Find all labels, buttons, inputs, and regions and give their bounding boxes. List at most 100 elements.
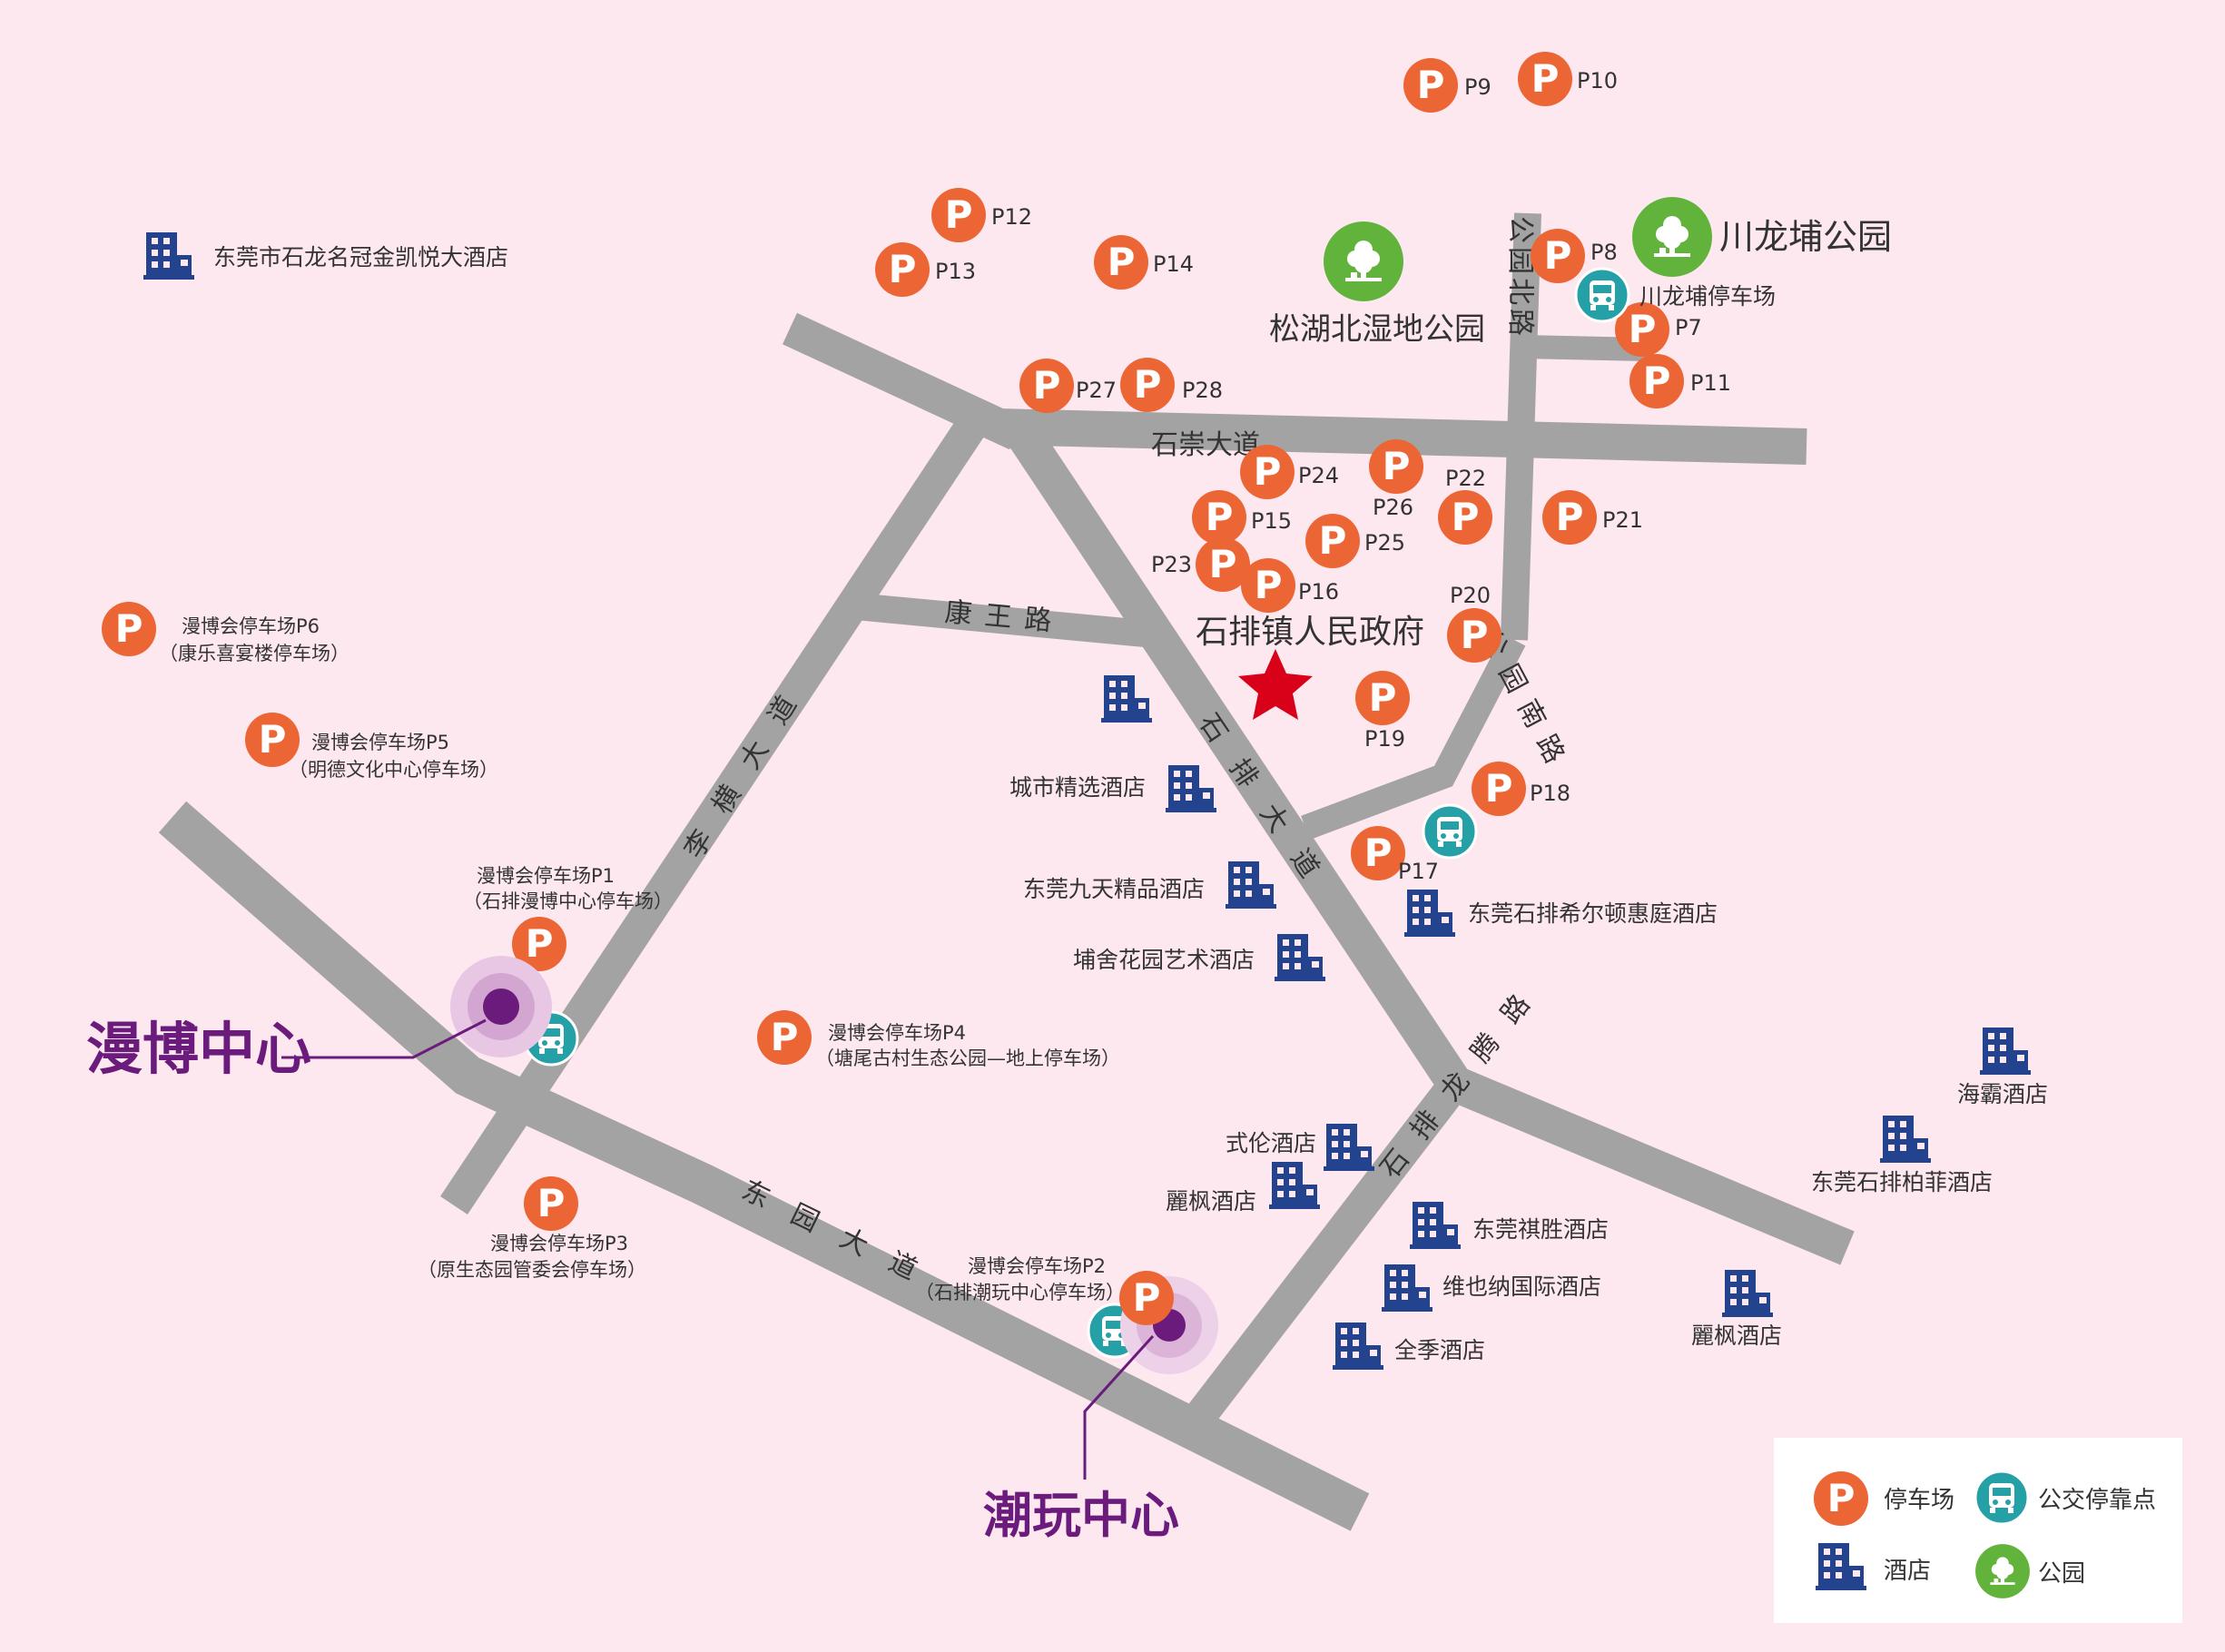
svg-text:P16: P16	[1298, 579, 1339, 605]
parking-p19: P19	[1355, 671, 1410, 752]
parking-p25: P25	[1305, 514, 1405, 568]
hotel-haiba: 海霸酒店	[1957, 1028, 2048, 1107]
parking-icon	[1241, 558, 1295, 613]
svg-text:（康乐喜宴楼停车场）: （康乐喜宴楼停车场）	[159, 643, 350, 664]
hotel-jiutian: 东莞九天精品酒店	[1023, 861, 1276, 909]
hotel-chengshi: 城市精选酒店	[1009, 765, 1216, 812]
parking-icon	[1192, 490, 1246, 545]
road-label-shipai: 石排大道	[1192, 708, 1340, 907]
parking-p23: P23	[1151, 537, 1250, 592]
svg-text:P20: P20	[1450, 583, 1491, 608]
parking-p24: P24	[1240, 445, 1339, 499]
legend-item-bus: 公交停靠点	[1974, 1470, 2156, 1526]
parking-icon	[1305, 514, 1360, 568]
svg-text:P21: P21	[1602, 507, 1643, 533]
venue-leader-line	[281, 1018, 487, 1059]
parking-p8: P8	[1531, 229, 1618, 283]
svg-text:P11: P11	[1690, 370, 1731, 396]
parking-p9: P9	[1403, 58, 1492, 113]
parking-p17: P17	[1351, 826, 1439, 884]
parking-p15: P15	[1192, 490, 1292, 545]
hotel-icon	[1722, 1270, 1773, 1317]
parking-p21: P21	[1542, 490, 1643, 545]
park-chuanlong: 川龙埔公园	[1632, 197, 1892, 277]
bus-icon	[1422, 803, 1478, 860]
svg-text:P27: P27	[1076, 378, 1117, 403]
parking-icon	[1542, 490, 1597, 545]
parking-icon	[1447, 608, 1501, 663]
parking-icon	[1403, 58, 1458, 113]
parking-icon	[102, 602, 156, 656]
parking-p27: P27	[1019, 359, 1117, 413]
svg-text:公交停靠点: 公交停靠点	[2038, 1487, 2156, 1514]
hotel-bushe: 埔舍花园艺术酒店	[1073, 934, 1325, 981]
svg-text:P15: P15	[1251, 508, 1292, 534]
parking-icon	[1240, 445, 1295, 499]
hotel-icon	[1166, 765, 1216, 812]
parking-p7: P7	[1615, 302, 1702, 357]
expo-parking-p5: 漫博会停车场P5 （明德文化中心停车场）	[245, 713, 498, 781]
parking-icon	[875, 242, 930, 297]
road-label-kangwang: 康王路	[943, 596, 1066, 638]
parking-p10: P10	[1518, 52, 1618, 106]
parking-icon	[1472, 762, 1526, 816]
road-label-liheng: 李横大道	[678, 669, 817, 864]
park-label-chuanlong: 川龙埔公园	[1719, 217, 1892, 257]
road-longteng	[1186, 1074, 1469, 1426]
bus-stops: 川龙埔停车场	[523, 267, 1776, 1359]
road-kangwang	[853, 593, 1166, 649]
parking-p13: P13	[875, 242, 976, 297]
parking-icon	[1518, 52, 1572, 106]
svg-text:P18: P18	[1530, 781, 1570, 806]
venue-leader-line	[1083, 1334, 1155, 1480]
bus-icon	[1574, 267, 1630, 323]
svg-text:漫博会停车场P1: 漫博会停车场P1	[477, 865, 615, 887]
road-main-diagonal	[158, 801, 1370, 1531]
parking-markers: P9 P10 P12 P13 P14 P8 P7 P11 P27 P28 P24…	[875, 52, 1731, 884]
parking-icon	[1119, 1271, 1174, 1325]
hotel-unlabeled	[1101, 675, 1152, 723]
hotel-qisheng: 东莞祺胜酒店	[1410, 1202, 1609, 1249]
parking-icon	[1120, 358, 1175, 412]
venue-manbo: 漫博中心	[86, 956, 552, 1082]
parking-icon	[1094, 235, 1148, 290]
hotel-icon	[1880, 1116, 1931, 1163]
svg-text:城市精选酒店: 城市精选酒店	[1009, 774, 1146, 801]
park-label-songhu: 松湖北湿地公园	[1269, 311, 1485, 348]
svg-text:漫博会停车场P2: 漫博会停车场P2	[968, 1255, 1106, 1277]
parking-icon	[1438, 490, 1492, 545]
park-icon	[1324, 221, 1403, 301]
svg-text:P13: P13	[935, 259, 976, 284]
svg-text:漫博会停车场P5: 漫博会停车场P5	[311, 732, 449, 753]
parking-p18: P18	[1472, 762, 1570, 816]
parking-icon	[524, 1176, 578, 1231]
svg-text:麗枫酒店: 麗枫酒店	[1691, 1323, 1782, 1349]
road-gongyuan-north	[1501, 212, 1541, 641]
svg-text:P22: P22	[1445, 466, 1486, 491]
svg-text:漫博会停车场P3: 漫博会停车场P3	[490, 1233, 628, 1254]
svg-text:东莞石排希尔顿惠庭酒店: 东莞石排希尔顿惠庭酒店	[1468, 900, 1718, 927]
legend-item-park: 公园	[1975, 1544, 2085, 1598]
landmark-government: 石排镇人民政府	[1196, 614, 1424, 720]
hotel-hilton: 东莞石排希尔顿惠庭酒店	[1404, 890, 1718, 937]
svg-text:式伦酒店: 式伦酒店	[1226, 1130, 1316, 1156]
svg-text:（石排漫博中心停车场）: （石排漫博中心停车场）	[463, 890, 673, 912]
road-east	[1448, 1067, 1855, 1265]
svg-text:（石排潮玩中心停车场）: （石排潮玩中心停车场）	[915, 1282, 1125, 1303]
svg-text:麗枫酒店: 麗枫酒店	[1166, 1188, 1256, 1214]
hotel-quanji: 全季酒店	[1333, 1323, 1485, 1370]
expo-parking-p1: 漫博会停车场P1 （石排漫博中心停车场）	[463, 865, 673, 971]
hotel-shilun: 式伦酒店	[1226, 1124, 1374, 1171]
hotel-icon	[1333, 1323, 1383, 1370]
svg-text:P14: P14	[1153, 251, 1194, 277]
svg-text:公园: 公园	[2038, 1560, 2085, 1588]
parking-icon	[1355, 671, 1410, 725]
svg-text:P17: P17	[1398, 859, 1439, 884]
hotel-jinkaiyue: 东莞市石龙名冠金凯悦大酒店	[143, 232, 508, 280]
road-network	[158, 212, 1855, 1531]
road-shipai	[1001, 414, 1471, 1095]
svg-text:停车场: 停车场	[1884, 1487, 1954, 1514]
venue-label-manbo: 漫博中心	[86, 1016, 311, 1082]
hotel-icon	[1324, 1124, 1374, 1171]
